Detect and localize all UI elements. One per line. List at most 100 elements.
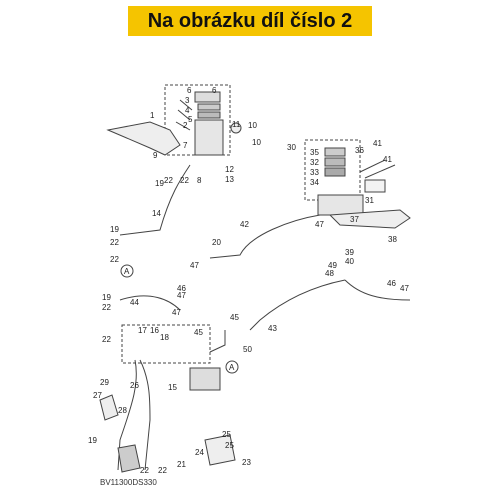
label-1: 1 xyxy=(150,111,155,120)
label-21: 21 xyxy=(177,460,186,469)
label-40: 40 xyxy=(345,257,354,266)
label-24: 24 xyxy=(195,448,204,457)
hose-44 xyxy=(119,295,181,311)
label-48: 48 xyxy=(325,269,334,278)
label-25a: 25 xyxy=(222,430,231,439)
pipe-50 xyxy=(209,330,226,353)
switch xyxy=(230,122,242,134)
label-11: 11 xyxy=(232,120,241,129)
rear-clamp xyxy=(364,179,386,193)
label-47b: 47 xyxy=(190,261,199,270)
banner-title: Na obrázku díl číslo 2 xyxy=(147,9,353,32)
marker-a2 xyxy=(225,360,239,374)
bracket-21 xyxy=(117,444,141,473)
label-4: 4 xyxy=(185,106,190,115)
label-2: 2 xyxy=(183,121,188,130)
label-22e: 22 xyxy=(102,303,111,312)
label-32: 32 xyxy=(310,158,319,167)
label-45b: 45 xyxy=(230,313,239,322)
label-18: 18 xyxy=(160,333,169,342)
label-35: 35 xyxy=(310,148,319,157)
label-22a: 22 xyxy=(164,176,173,185)
label-49: 49 xyxy=(328,261,337,270)
abs-unit-group-box xyxy=(121,324,211,364)
label-22h: 22 xyxy=(158,466,167,475)
label-19d: 19 xyxy=(88,436,97,445)
label-19b: 19 xyxy=(110,225,119,234)
label-45a: 45 xyxy=(194,328,203,337)
master-cylinder-body xyxy=(194,119,224,156)
label-10b: 10 xyxy=(252,138,261,147)
label-46b: 46 xyxy=(387,279,396,288)
label-10a: 10 xyxy=(248,121,257,130)
label-23: 23 xyxy=(242,458,251,467)
hose-14 xyxy=(119,164,191,236)
abs-unit xyxy=(189,367,221,391)
rear-plate xyxy=(324,167,346,177)
label-20: 20 xyxy=(212,238,221,247)
label-14: 14 xyxy=(152,209,161,218)
label-12: 12 xyxy=(225,165,234,174)
diaphragm xyxy=(197,111,221,119)
marker-a1-label: A xyxy=(124,267,130,276)
label-46a: 46 xyxy=(177,284,186,293)
bracket-28 xyxy=(99,394,119,421)
label-22b: 22 xyxy=(180,176,189,185)
hose-15 xyxy=(139,359,151,471)
brake-lever xyxy=(106,121,181,156)
label-22f: 22 xyxy=(102,335,111,344)
label-44: 44 xyxy=(130,298,139,307)
label-43: 43 xyxy=(268,324,277,333)
label-5: 5 xyxy=(188,115,193,124)
reservoir-cap xyxy=(194,91,221,103)
label-50: 50 xyxy=(243,345,252,354)
bracket-24 xyxy=(204,434,236,466)
rear-screws xyxy=(359,159,396,179)
label-34: 34 xyxy=(310,178,319,187)
label-25b: 25 xyxy=(225,441,234,450)
label-3: 3 xyxy=(185,96,190,105)
title-banner: Na obrázku díl číslo 2 xyxy=(128,6,372,36)
rear-diaphragm xyxy=(324,157,346,167)
label-7: 7 xyxy=(183,141,188,150)
label-8: 8 xyxy=(197,176,202,185)
label-38: 38 xyxy=(388,235,397,244)
diagram-code: BV11300DS330 xyxy=(100,478,157,487)
label-42: 42 xyxy=(240,220,249,229)
screws xyxy=(175,99,193,131)
label-13: 13 xyxy=(225,175,234,184)
label-22d: 22 xyxy=(110,255,119,264)
label-37: 37 xyxy=(350,215,359,224)
diaphragm-plate xyxy=(197,103,221,111)
hose-43 xyxy=(249,279,346,331)
label-28: 28 xyxy=(118,406,127,415)
marker-a2-label: A xyxy=(229,363,235,372)
rear-cap xyxy=(324,147,346,157)
label-31: 31 xyxy=(365,196,374,205)
label-16: 16 xyxy=(150,326,159,335)
label-19c: 19 xyxy=(102,293,111,302)
label-41b: 41 xyxy=(383,155,392,164)
label-47a: 47 xyxy=(315,220,324,229)
label-39: 39 xyxy=(345,248,354,257)
rear-lever xyxy=(328,209,411,229)
label-41a: 41 xyxy=(373,139,382,148)
label-17: 17 xyxy=(138,326,147,335)
label-47d: 47 xyxy=(172,308,181,317)
hose-rear xyxy=(344,279,411,301)
hose-26 xyxy=(117,359,137,471)
label-29: 29 xyxy=(100,378,109,387)
label-9: 9 xyxy=(153,151,158,160)
marker-a1 xyxy=(120,264,134,278)
label-22g: 22 xyxy=(140,466,149,475)
label-22c: 22 xyxy=(110,238,119,247)
label-6b: 6 xyxy=(212,86,217,95)
label-36: 36 xyxy=(355,146,364,155)
label-47e: 47 xyxy=(400,284,409,293)
rear-master-body xyxy=(317,194,364,216)
label-15: 15 xyxy=(168,383,177,392)
label-30: 30 xyxy=(287,143,296,152)
label-6a: 6 xyxy=(187,86,192,95)
label-47c: 47 xyxy=(177,291,186,300)
